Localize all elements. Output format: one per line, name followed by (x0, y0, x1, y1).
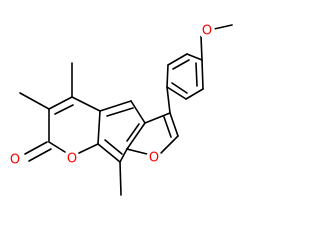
bond-pyranone-double (54, 104, 74, 115)
bond-phenyl-double-c (195, 62, 198, 87)
atom-label-pyranone-ring-oxygen: O (67, 152, 77, 167)
bond-furan-oxygen-c7a (126, 148, 148, 155)
bond-methyl-c9 (119, 161, 122, 196)
bond-phenyl-c1-c2 (186, 53, 203, 61)
bond-phenyl-c4-c5 (166, 86, 187, 100)
atom-pyranone-ring-oxygen-background (64, 151, 80, 167)
bond-phenyl-c3-c4 (166, 64, 169, 88)
bond-furan-c3-c2 (169, 112, 179, 137)
atom-methoxy-oxygen: O (199, 23, 215, 39)
bond-central-double-a (106, 107, 134, 117)
bond-central-c3a-c4 (130, 100, 146, 124)
atom-carbonyl-oxygen: O (7, 152, 23, 168)
bond-layer (19, 24, 233, 196)
bond-pyranone-c4a-c5 (71, 96, 101, 112)
atom-pyranone-ring-oxygen: O (64, 151, 80, 167)
bond-phenyl-furan (166, 86, 171, 114)
atom-label-furan-oxygen: O (149, 151, 159, 166)
bond-carbonyl-b (28, 148, 52, 162)
bond-furan-c3a-c3 (144, 112, 171, 124)
bond-pyranone-c7-oxygen (48, 141, 66, 153)
bond-furan-c2-oxygen (160, 135, 179, 154)
bond-phenyl-c6-c1 (201, 59, 204, 90)
bond-phenyl-c5-c6 (185, 88, 204, 100)
bond-central-double-c (126, 123, 140, 142)
bond-central-c4a-c8a (97, 110, 101, 145)
bond-phenyl-double-a (172, 59, 190, 70)
atom-carbonyl-oxygen-background (7, 152, 23, 168)
bond-methoxy-oxygen-aryl (200, 35, 203, 61)
bond-central-c8a-c9 (97, 143, 121, 163)
bond-central-double-b (104, 139, 123, 155)
bond-methyl-methoxy-oxygen (213, 24, 233, 30)
bond-phenyl-double-b (171, 82, 188, 94)
bond-carbonyl-a (24, 141, 48, 155)
atom-furan-oxygen-background (146, 150, 162, 166)
bond-central-c9-c7a (119, 148, 128, 163)
bond-pyranone-c5-c6 (48, 96, 73, 110)
molecule-structure-canvas: O O O O (7, 23, 233, 196)
bond-pyranone-oxygen-c8a (78, 143, 99, 154)
atom-label-layer: O O O O (7, 23, 215, 168)
bond-phenyl-c2-c3 (167, 53, 188, 66)
bond-furan-double (163, 116, 172, 138)
bond-central-c7a-c3a (126, 122, 146, 150)
molecule-structure-diagram: O O O O (7, 23, 233, 196)
atom-methoxy-oxygen-background (199, 23, 215, 39)
bond-methyl-c6 (19, 92, 50, 110)
bond-central-c4-c4a (99, 100, 132, 112)
atom-label-methoxy-oxygen: O (202, 24, 212, 39)
atom-label-carbonyl-oxygen: O (10, 153, 20, 168)
atom-furan-oxygen: O (146, 150, 162, 166)
